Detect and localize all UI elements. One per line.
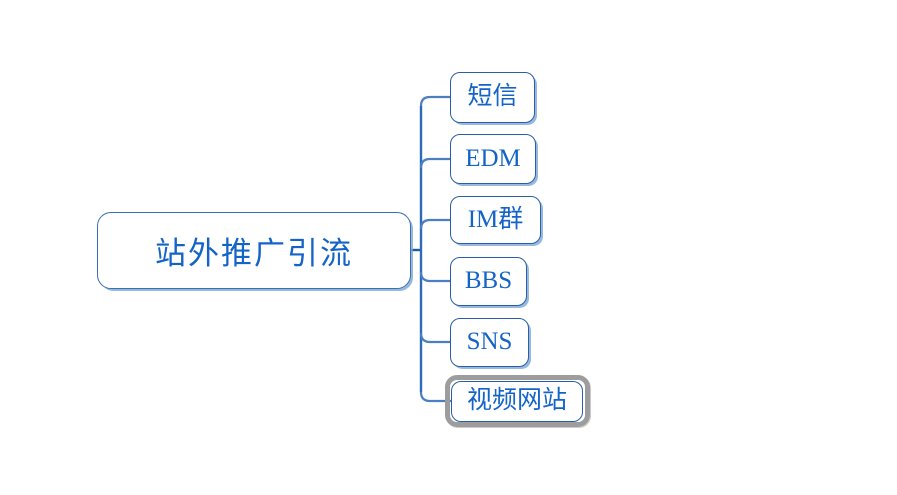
connector-branch-4 (419, 332, 450, 344)
child-node-1[interactable]: EDM (450, 134, 536, 184)
child-node-1-label: EDM (465, 144, 521, 172)
child-node-2[interactable]: IM群 (450, 196, 541, 244)
child-node-5-label: 视频网站 (466, 387, 567, 414)
child-node-3-label: BBS (464, 267, 513, 294)
child-node-5[interactable]: 视频网站 (451, 381, 583, 422)
root-node-label: 站外推广引流 (155, 236, 353, 271)
connector-branch-0 (419, 95, 450, 107)
child-node-4-label: SNS (466, 328, 513, 355)
connector-branch-2 (419, 218, 450, 230)
child-node-0-label: 短信 (467, 83, 518, 110)
root-node[interactable]: 站外推广引流 (97, 212, 411, 289)
connector-branch-3 (419, 271, 450, 283)
selection-outline[interactable] (445, 375, 590, 427)
connector-branch-1 (419, 157, 450, 169)
child-node-0[interactable]: 短信 (450, 72, 535, 123)
child-node-3[interactable]: BBS (450, 257, 527, 306)
child-node-4[interactable]: SNS (450, 318, 529, 367)
child-node-2-label: IM群 (467, 205, 524, 233)
